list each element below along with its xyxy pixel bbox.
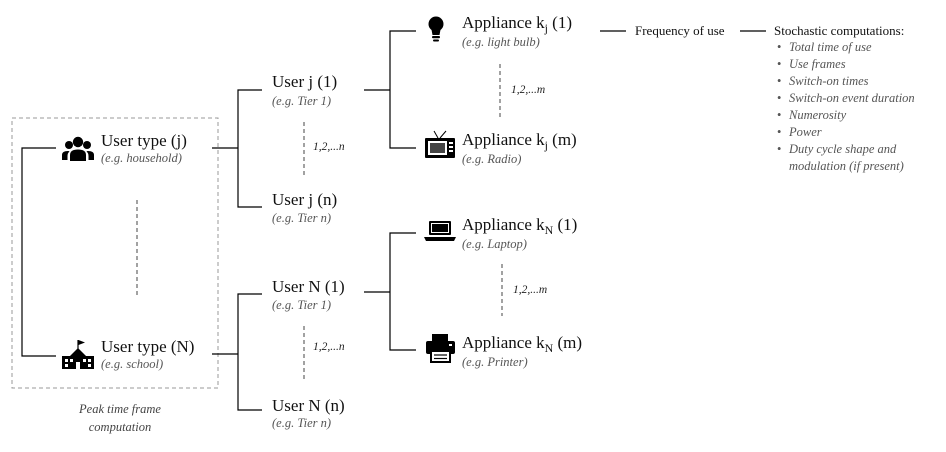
stochastic-item: Total time of use bbox=[774, 39, 915, 56]
user-type-j-example: (e.g. household) bbox=[101, 151, 182, 165]
appliances-kn-ellipsis: 1,2,...m bbox=[513, 284, 548, 296]
stochastic-item: Use frames bbox=[774, 56, 915, 73]
stochastic-computations-panel: Stochastic computations: Total time of u… bbox=[774, 23, 915, 175]
stochastic-item: Numerosity bbox=[774, 107, 915, 124]
appliance-kj-m-example: (e.g. Radio) bbox=[462, 152, 522, 166]
user-N-n-example: (e.g. Tier n) bbox=[272, 416, 332, 430]
appliances-kj-bracket bbox=[389, 30, 416, 149]
appliances-kj-ellipsis: 1,2,...m bbox=[511, 84, 546, 96]
users-j-bracket bbox=[237, 89, 262, 208]
appliance-kn-1-example: (e.g. Laptop) bbox=[462, 237, 527, 251]
user-j-n-example: (e.g. Tier n) bbox=[272, 211, 332, 225]
people-group-icon bbox=[62, 136, 94, 161]
user-j-n-title: User j (n) bbox=[272, 190, 338, 209]
radio-tv-icon bbox=[425, 130, 455, 158]
user-N-1-example: (e.g. Tier 1) bbox=[272, 298, 332, 312]
appliance-kn-1-title: Appliance kN (1) bbox=[462, 215, 578, 237]
appliance-kn-m-example: (e.g. Printer) bbox=[462, 355, 528, 369]
stochastic-item: Switch-on times bbox=[774, 73, 915, 90]
frequency-of-use-label: Frequency of use bbox=[635, 23, 725, 38]
user-type-n-example: (e.g. school) bbox=[101, 357, 164, 371]
user-j-1-example: (e.g. Tier 1) bbox=[272, 94, 332, 108]
stochastic-item-continuation: modulation (if present) bbox=[789, 159, 904, 173]
user-type-n-title: User type (N) bbox=[101, 337, 195, 356]
laptop-icon bbox=[424, 221, 456, 241]
user-type-bracket bbox=[21, 147, 56, 357]
appliance-kj-m-title: Appliance kj (m) bbox=[462, 130, 577, 152]
appliances-kn-bracket bbox=[389, 232, 416, 351]
user-N-n-title: User N (n) bbox=[272, 396, 345, 415]
users-n-bracket bbox=[237, 293, 262, 411]
appliance-kj-1-title: Appliance kj (1) bbox=[462, 13, 572, 35]
stochastic-list: Total time of use Use frames Switch-on t… bbox=[774, 39, 915, 158]
printer-icon bbox=[426, 334, 455, 363]
appliance-kn-m-title: Appliance kN (m) bbox=[462, 333, 582, 355]
stochastic-item: Duty cycle shape and bbox=[774, 141, 915, 158]
light-bulb-icon bbox=[428, 16, 444, 42]
users-n-ellipsis: 1,2,...n bbox=[313, 341, 345, 353]
user-type-j-title: User type (j) bbox=[101, 131, 187, 150]
appliance-kj-1-example: (e.g. light bulb) bbox=[462, 35, 540, 49]
peak-frame-label: Peak time frame computation bbox=[79, 402, 161, 434]
user-j-1-title: User j (1) bbox=[272, 72, 338, 91]
users-j-ellipsis: 1,2,...n bbox=[313, 141, 345, 153]
stochastic-item: Switch-on event duration bbox=[774, 90, 915, 107]
school-icon bbox=[62, 340, 94, 369]
user-N-1-title: User N (1) bbox=[272, 277, 345, 296]
stochastic-item: Power bbox=[774, 124, 915, 141]
stochastic-title: Stochastic computations: bbox=[774, 23, 905, 38]
